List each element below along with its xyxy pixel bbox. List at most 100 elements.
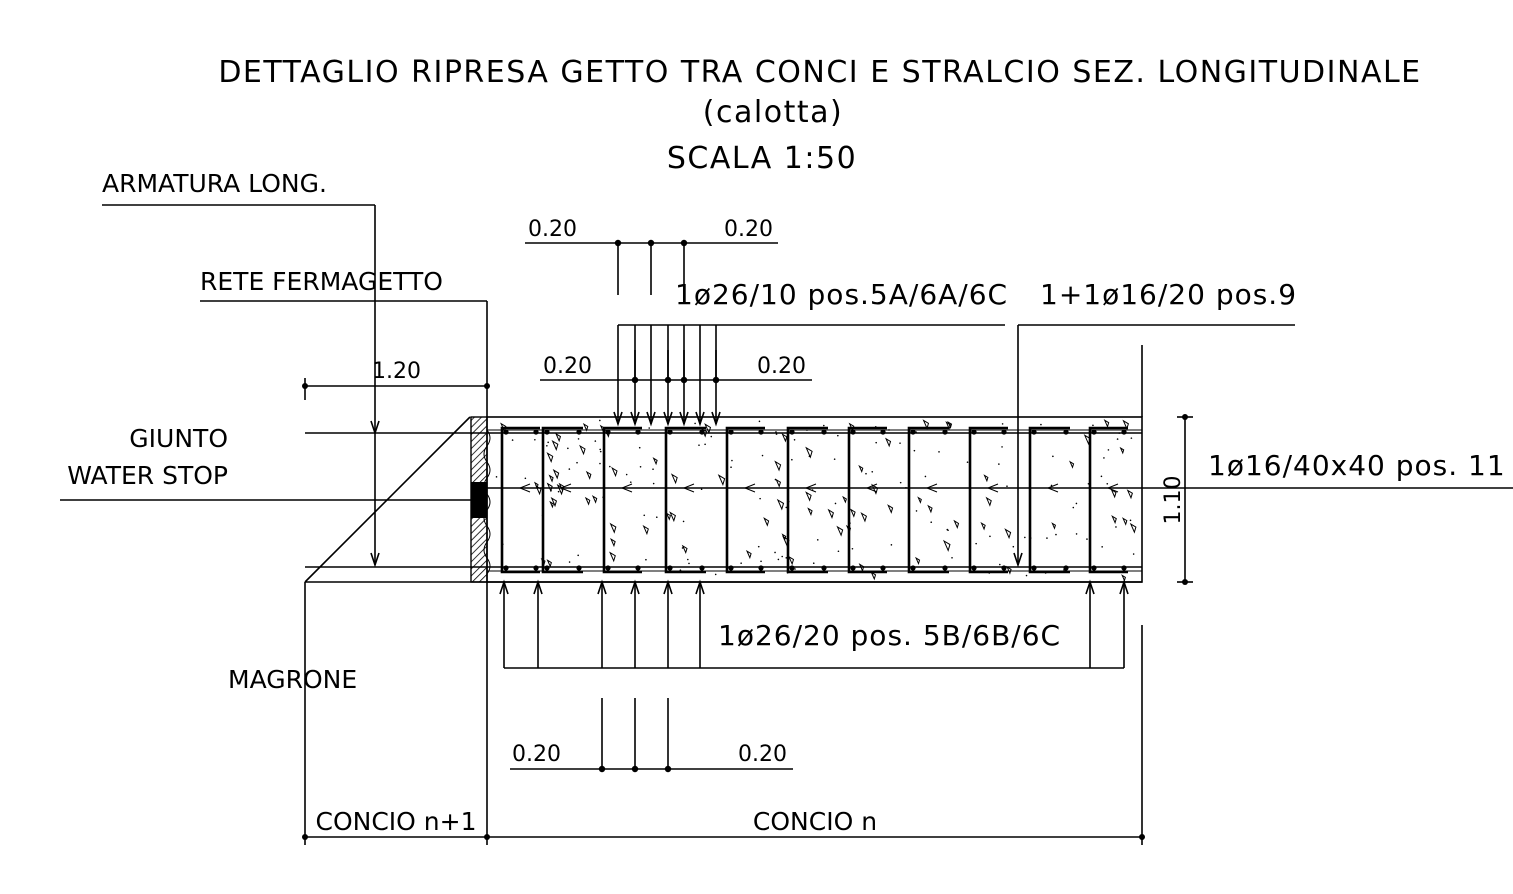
speckle (1012, 545, 1015, 548)
speckle (1129, 522, 1137, 534)
speckle (899, 442, 901, 444)
speckle (591, 495, 598, 504)
speckle (781, 533, 787, 541)
dim-1-20 (302, 378, 490, 400)
rebar-dot (1121, 429, 1127, 435)
speckle (760, 560, 762, 563)
dim-top-right: 0.20 (724, 217, 773, 242)
speckle (785, 506, 788, 509)
speckle (582, 422, 589, 432)
speckle (1024, 536, 1026, 539)
rebar-dot (1091, 429, 1097, 435)
speckle (951, 556, 953, 559)
speckle (599, 462, 601, 465)
rebar-dot (699, 429, 705, 435)
arrow-head (695, 411, 705, 427)
speckle (533, 481, 539, 490)
rebar-dot (971, 429, 977, 435)
rebar-dot (1121, 565, 1127, 571)
arrow-head (499, 579, 509, 595)
dim-mid-spacing (540, 350, 812, 384)
speckle (871, 483, 879, 495)
magrone-diagonal (304, 416, 471, 583)
stirrup (500, 426, 540, 574)
speckle (687, 558, 689, 561)
speckle (759, 497, 761, 500)
speckle (999, 563, 1001, 566)
bottom-rebar-leader (503, 582, 1125, 669)
speckle (611, 466, 618, 478)
rebar-dot (1031, 565, 1037, 571)
concrete-segment (486, 416, 1143, 583)
rebar-dot (667, 429, 673, 435)
speckle (1111, 515, 1117, 525)
speckle (860, 512, 867, 523)
arrow-head (1085, 579, 1095, 595)
speckle (534, 438, 536, 441)
speckle (550, 496, 558, 508)
speckle (599, 419, 601, 422)
speckle (1075, 533, 1078, 535)
speckle (556, 483, 564, 496)
rebar-dot (1063, 429, 1069, 435)
speckle (1103, 457, 1105, 459)
speckle (947, 420, 953, 429)
arrow-head (679, 411, 689, 427)
segment-outline (486, 416, 1143, 583)
rebar-dot (1091, 565, 1097, 571)
label-concio-n1: CONCIO n+1 (316, 807, 477, 836)
speckle (1086, 538, 1088, 540)
arrow-head (630, 411, 640, 427)
dim-1-10 (1141, 345, 1193, 585)
speckle (552, 468, 560, 480)
rebar-dot (605, 565, 611, 571)
speckle (681, 544, 688, 555)
top-rebar-arrows (613, 411, 721, 427)
rebar-dot (821, 565, 827, 571)
rebar-dot (635, 565, 641, 571)
speckle (938, 451, 940, 453)
label-top-rebar: 1ø26/10 pos.5A/6A/6C (675, 278, 1008, 311)
speckle (577, 438, 580, 440)
rebar-dot (850, 429, 856, 435)
dim-1-10-label: 1.10 (1161, 476, 1186, 525)
speckle (812, 562, 815, 565)
arrow-head (663, 411, 673, 427)
speckle (655, 516, 658, 519)
speckle (785, 557, 788, 559)
bar-arrow (865, 483, 878, 493)
speckle (1055, 533, 1057, 536)
speckle (1132, 553, 1135, 555)
bar-arrow (986, 483, 999, 493)
speckle (1101, 546, 1103, 548)
drawing-scale: SCALA 1:50 (667, 141, 857, 176)
speckle (1115, 526, 1117, 528)
speckle (915, 510, 918, 512)
speckle (645, 558, 647, 561)
rebar-dot (1063, 565, 1069, 571)
speckle (1110, 488, 1117, 499)
rebar-dot (503, 565, 509, 571)
stirrup (907, 426, 949, 574)
speckle (638, 446, 641, 449)
label-water-stop: WATER STOP (67, 461, 228, 490)
speckle (594, 440, 597, 442)
dim-mid-right: 0.20 (757, 354, 806, 379)
speckle (980, 521, 986, 531)
bar-arrow (1046, 483, 1059, 493)
speckle (1122, 517, 1128, 526)
speckle (704, 443, 706, 446)
speckle (777, 558, 780, 561)
arrow-head (630, 579, 640, 595)
speckle (827, 508, 834, 520)
speckle (781, 433, 788, 443)
rebar-dot (533, 429, 539, 435)
speckle (763, 517, 770, 527)
concio-dimension (302, 582, 1145, 845)
rebar-dot (544, 565, 550, 571)
rebar-dot (789, 565, 795, 571)
rebar-dot (1001, 429, 1007, 435)
speckle (551, 439, 559, 451)
speckle (915, 556, 921, 566)
speckle (805, 491, 812, 502)
